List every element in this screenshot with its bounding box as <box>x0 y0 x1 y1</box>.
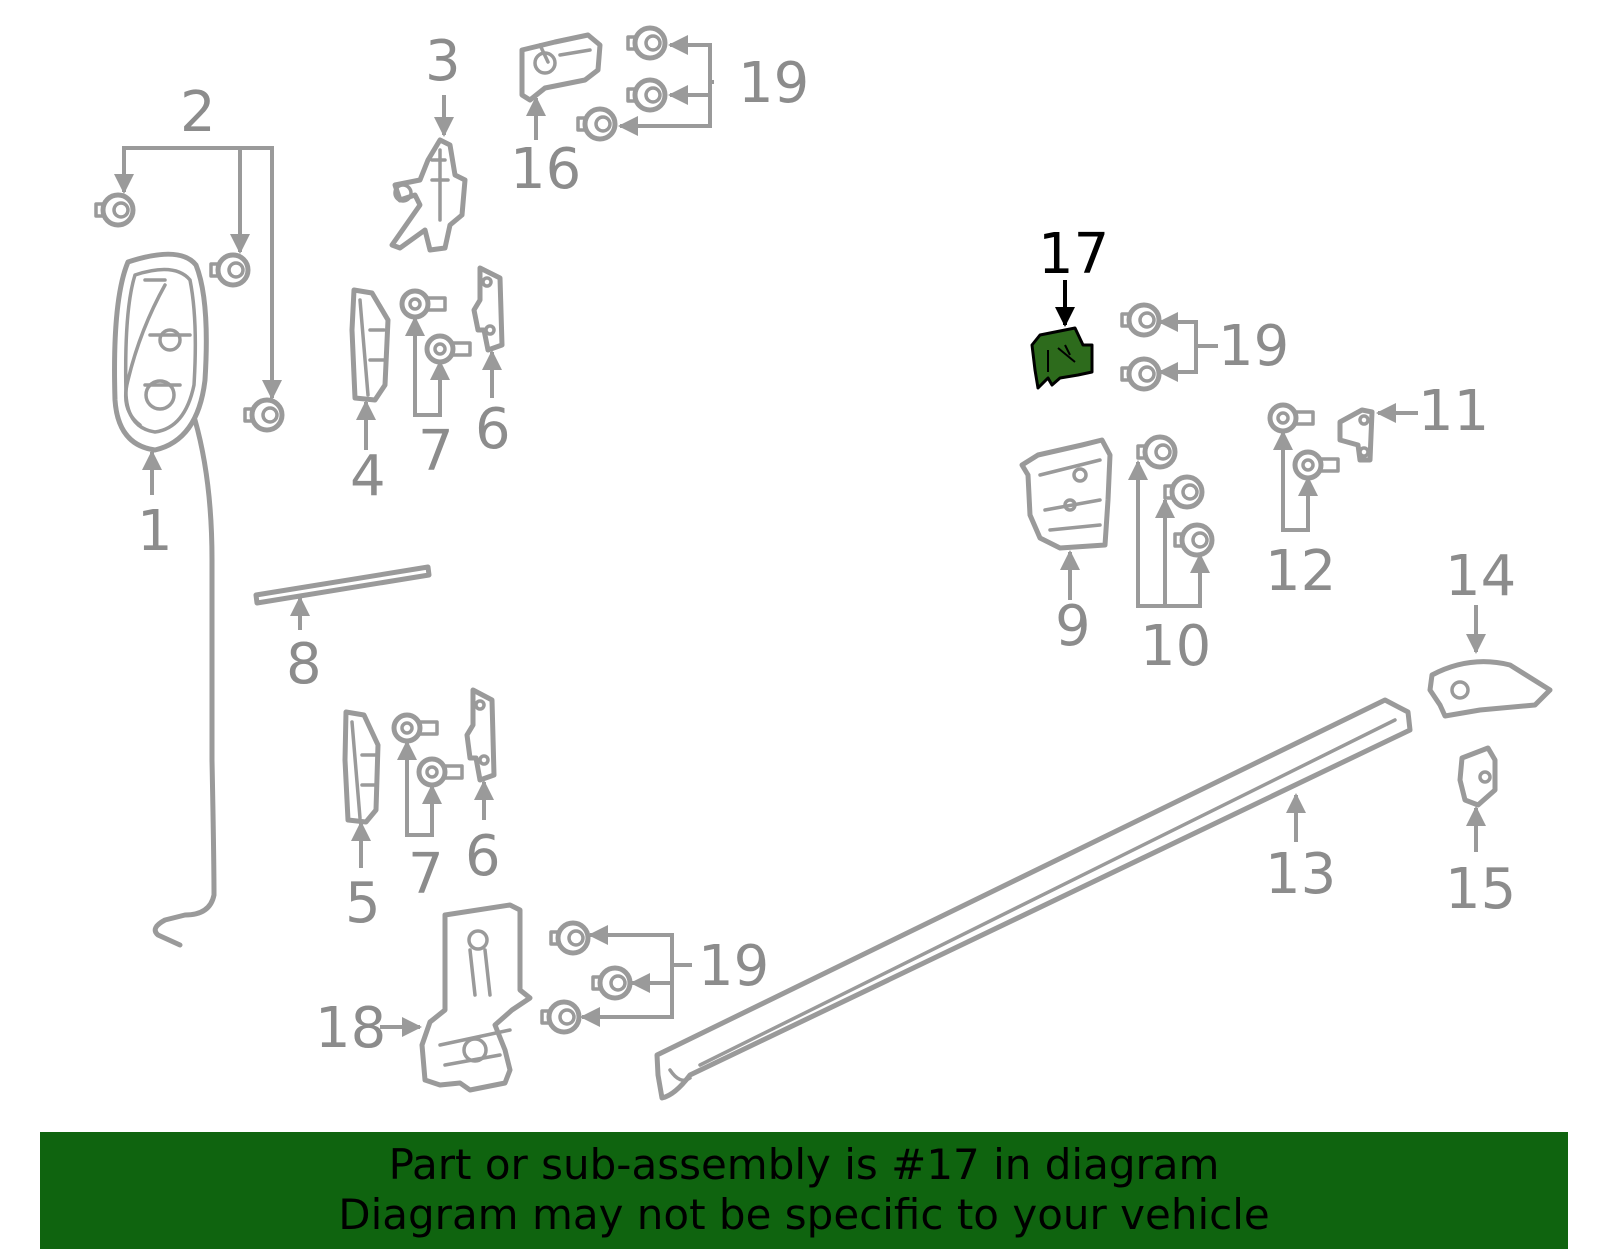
part-4-channel <box>349 287 391 403</box>
callout-12: 12 <box>1265 539 1336 604</box>
part-14-endcap <box>1427 659 1553 719</box>
part-17-highlighted <box>1030 326 1094 390</box>
part-1-handle-housing <box>112 251 217 948</box>
part-12-bolts <box>1270 405 1338 478</box>
callout-8: 8 <box>286 632 322 697</box>
callout-3: 3 <box>425 29 461 94</box>
callout-10: 10 <box>1140 614 1211 679</box>
callout-15: 15 <box>1445 857 1516 922</box>
callout-19-right: 19 <box>1218 314 1289 379</box>
part-6-plate-upper <box>471 265 505 353</box>
callout-4: 4 <box>350 444 386 509</box>
part-15-clip <box>1457 745 1498 808</box>
leader-lines <box>114 35 1486 1037</box>
callout-18: 18 <box>315 996 386 1061</box>
callout-13: 13 <box>1265 842 1336 907</box>
callout-11: 11 <box>1418 379 1489 444</box>
footer-banner: Part or sub-assembly is #17 in diagram D… <box>40 1132 1568 1249</box>
callout-2: 2 <box>180 80 216 145</box>
callout-16: 16 <box>510 137 581 202</box>
callout-9: 9 <box>1055 594 1091 659</box>
part-6-plate-lower <box>464 687 497 783</box>
callout-19-top: 19 <box>738 51 809 116</box>
part-16-hinge <box>519 32 603 103</box>
part-7-bolts <box>394 291 470 785</box>
part-11-bracket <box>1337 407 1375 463</box>
footer-line-1: Part or sub-assembly is #17 in diagram <box>388 1140 1220 1189</box>
callout-7-lower: 7 <box>408 842 444 907</box>
part-3-hinge <box>389 137 468 253</box>
callout-6-lower: 6 <box>465 824 501 889</box>
footer-line-2: Diagram may not be specific to your vehi… <box>338 1190 1270 1239</box>
callout-1: 1 <box>137 499 173 564</box>
part-18-hinge <box>419 902 533 1093</box>
callout-labels: 1 2 3 4 5 6 7 6 7 8 9 10 11 12 13 14 15 … <box>137 29 1516 1061</box>
part-5-channel <box>342 709 381 825</box>
part-8-strip <box>253 564 432 606</box>
callout-14: 14 <box>1445 544 1516 609</box>
callout-19-bottom: 19 <box>698 934 769 999</box>
part-9-latch <box>1019 437 1113 551</box>
callout-6-upper: 6 <box>475 397 511 462</box>
part-2-nuts <box>96 195 282 430</box>
callout-5: 5 <box>345 871 381 936</box>
part-13-rail <box>654 697 1413 1101</box>
callout-7-upper: 7 <box>418 419 454 484</box>
part-10-bolts <box>1138 437 1212 555</box>
callout-17: 17 <box>1038 222 1109 287</box>
